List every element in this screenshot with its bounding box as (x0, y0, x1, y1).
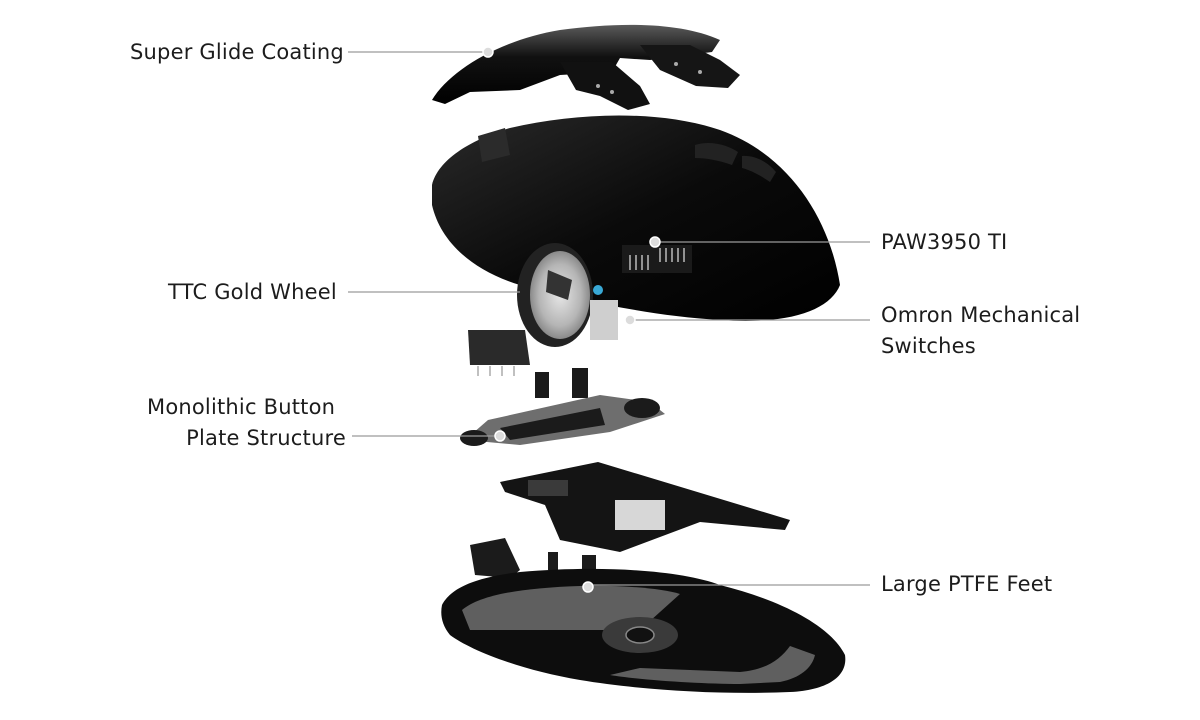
sensor-chip (622, 245, 692, 273)
callout-paw3950-ti: PAW3950 TI (881, 227, 1007, 258)
marker-dot-button-plate (494, 430, 506, 442)
callout-text: Large PTFE Feet (881, 572, 1053, 596)
marker-dot-paw3950 (649, 236, 661, 248)
callout-text-line-2: Plate Structure (186, 426, 346, 450)
marker-dot-ptfe (582, 581, 594, 593)
callout-monolithic-button-plate: Monolithic Button Plate Structure (130, 392, 346, 454)
callout-text-line-2: Switches (881, 334, 976, 358)
callout-text: TTC Gold Wheel (168, 280, 337, 304)
marker-dots (482, 46, 661, 593)
pcb-frame-part (500, 462, 790, 552)
leader-lines (348, 51, 870, 586)
callout-text-line-1: Monolithic Button (147, 395, 336, 419)
callout-ttc-gold-wheel: TTC Gold Wheel (168, 277, 337, 308)
callout-large-ptfe-feet: Large PTFE Feet (881, 569, 1052, 600)
top-shell-part (432, 24, 740, 110)
callout-omron-mechanical-switches: Omron Mechanical Switches (881, 300, 1080, 362)
callout-text: PAW3950 TI (881, 230, 1008, 254)
main-shell-part (432, 115, 840, 321)
marker-dot-omron (624, 314, 636, 326)
marker-dot-super-glide (482, 46, 494, 58)
scroll-wheel-part (517, 243, 618, 347)
callout-super-glide-coating: Super Glide Coating (130, 37, 344, 68)
switch-block-part (468, 330, 530, 376)
bottom-shell-part (441, 538, 846, 693)
button-plate-part (460, 368, 665, 446)
callout-text-line-1: Omron Mechanical (881, 303, 1081, 327)
callout-text: Super Glide Coating (130, 40, 344, 64)
